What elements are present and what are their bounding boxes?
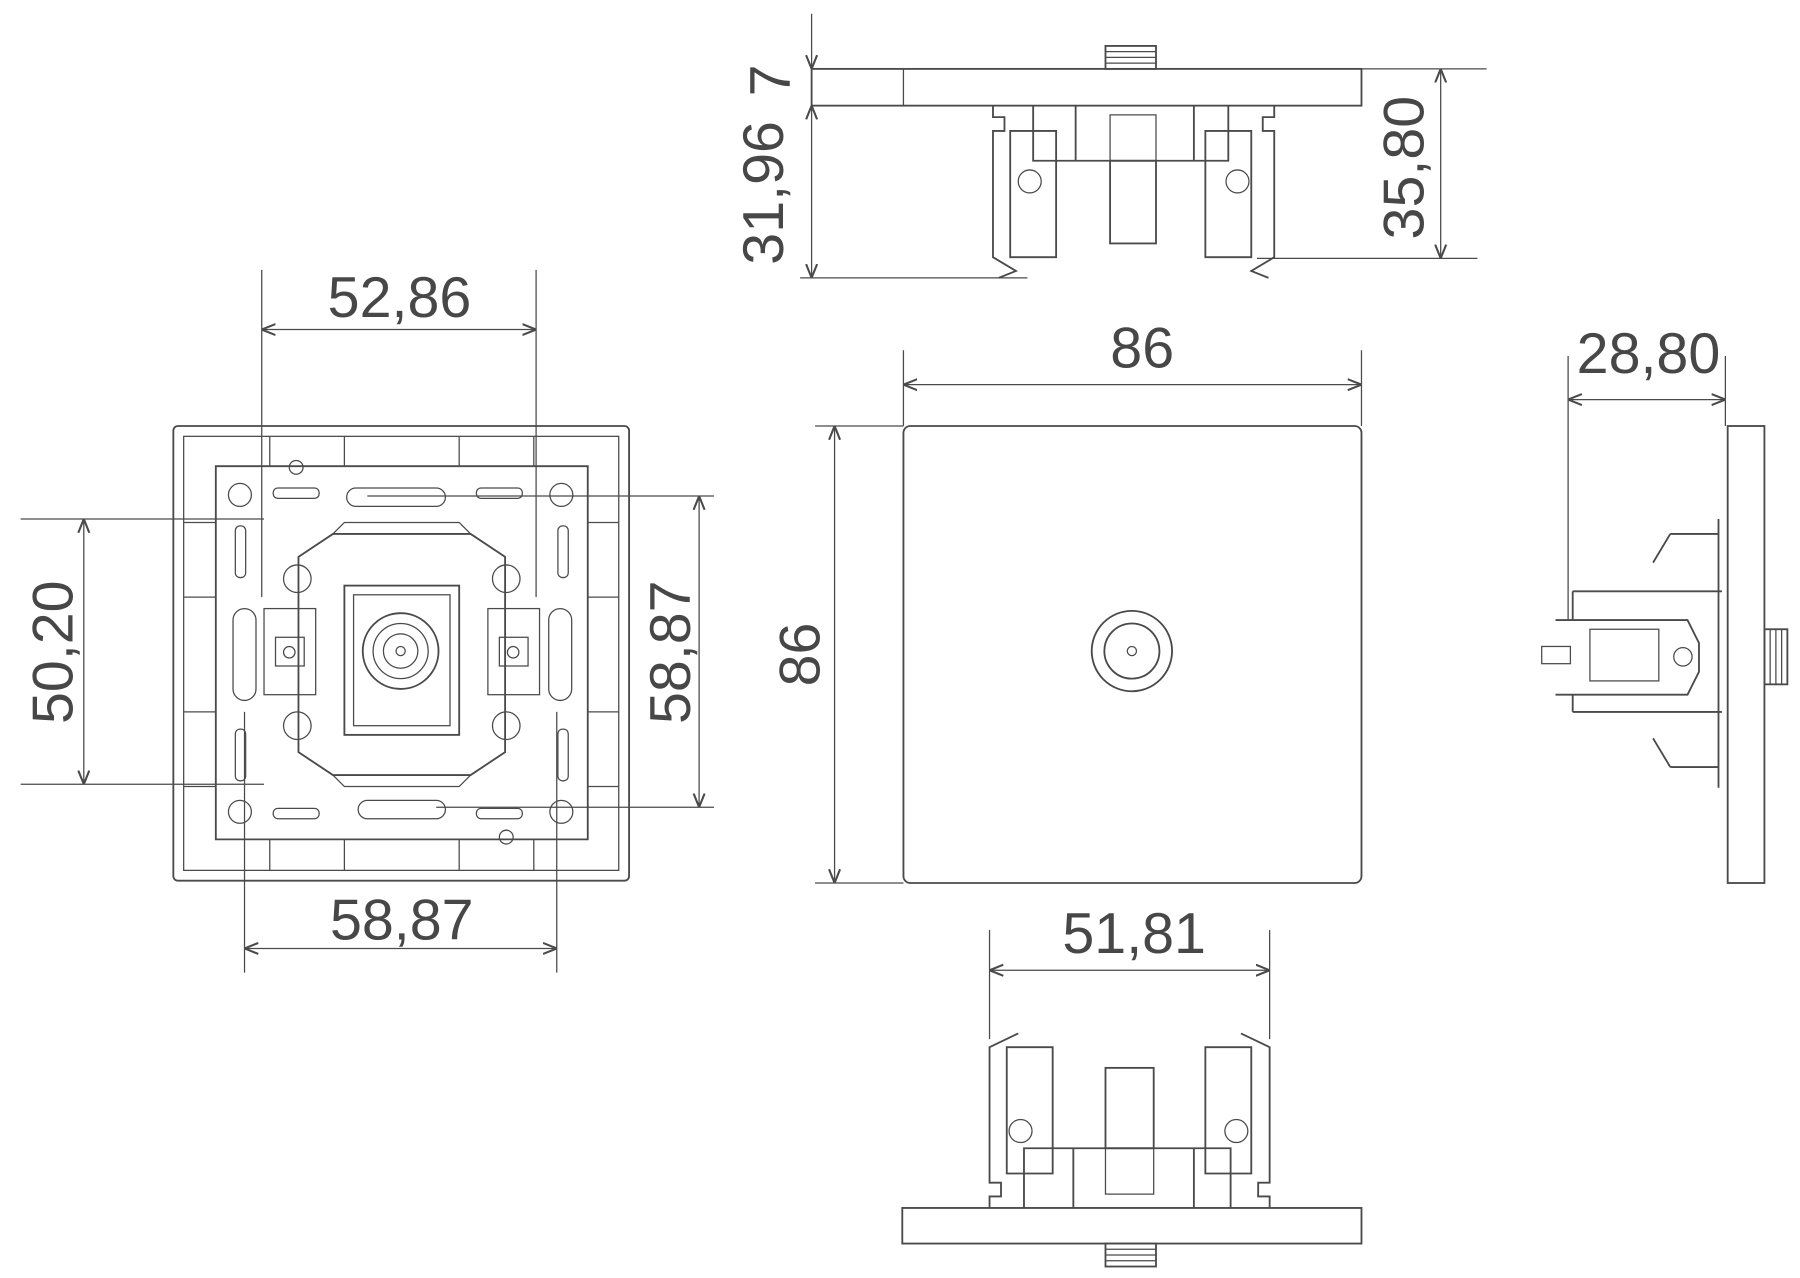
- dim-frame-height: 58,87: [639, 580, 703, 724]
- rear-view: 52,86 58,87 50,20 58,87: [20, 266, 715, 973]
- side-view: 28,80: [1541, 322, 1789, 884]
- bottom-view: 51,81: [901, 902, 1363, 1268]
- front-view: 86 86: [769, 316, 1363, 884]
- dim-side-depth: 28,80: [1577, 322, 1721, 386]
- dim-body-depth: 31,96: [732, 121, 796, 265]
- dim-mount-height: 50,20: [21, 580, 85, 724]
- dim-mount-width: 52,86: [328, 266, 472, 330]
- dim-total-depth: 35,80: [1372, 96, 1436, 240]
- dim-plate-thickness: 7: [739, 64, 803, 96]
- dim-front-height: 86: [769, 623, 833, 687]
- dim-frame-width: 58,87: [330, 888, 474, 952]
- dim-front-width: 86: [1110, 316, 1174, 380]
- dim-bottom-width: 51,81: [1062, 902, 1206, 966]
- top-view: 7 31,96 35,80: [732, 13, 1487, 279]
